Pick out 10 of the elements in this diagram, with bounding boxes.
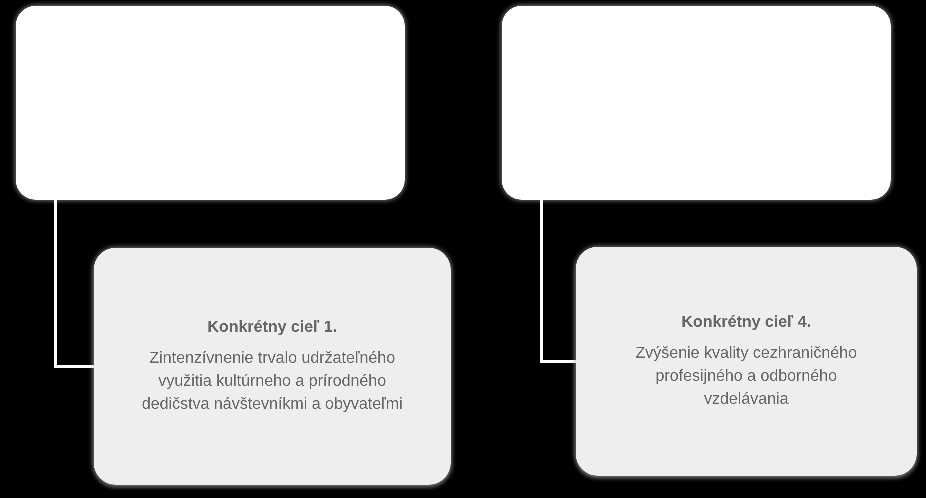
goal-card <box>576 247 917 476</box>
goal-heading: Konkrétny cieľ 4. <box>682 313 812 333</box>
connector-line <box>54 200 94 368</box>
goal-card <box>94 248 451 485</box>
empty-box <box>16 6 405 200</box>
empty-box <box>502 6 891 200</box>
connector-line <box>540 200 576 363</box>
goal-description: Zvýšenie kvality cezhraničného profesijného a odborného vzdelávania <box>634 344 858 410</box>
goal-description: Zintenzívnenie trvalo udržateľného využitia kultúrneho a prírodného dedičstva návštevníkmi a obyvateľmi <box>141 349 404 415</box>
goal-heading: Konkrétny cieľ 1. <box>208 318 338 338</box>
